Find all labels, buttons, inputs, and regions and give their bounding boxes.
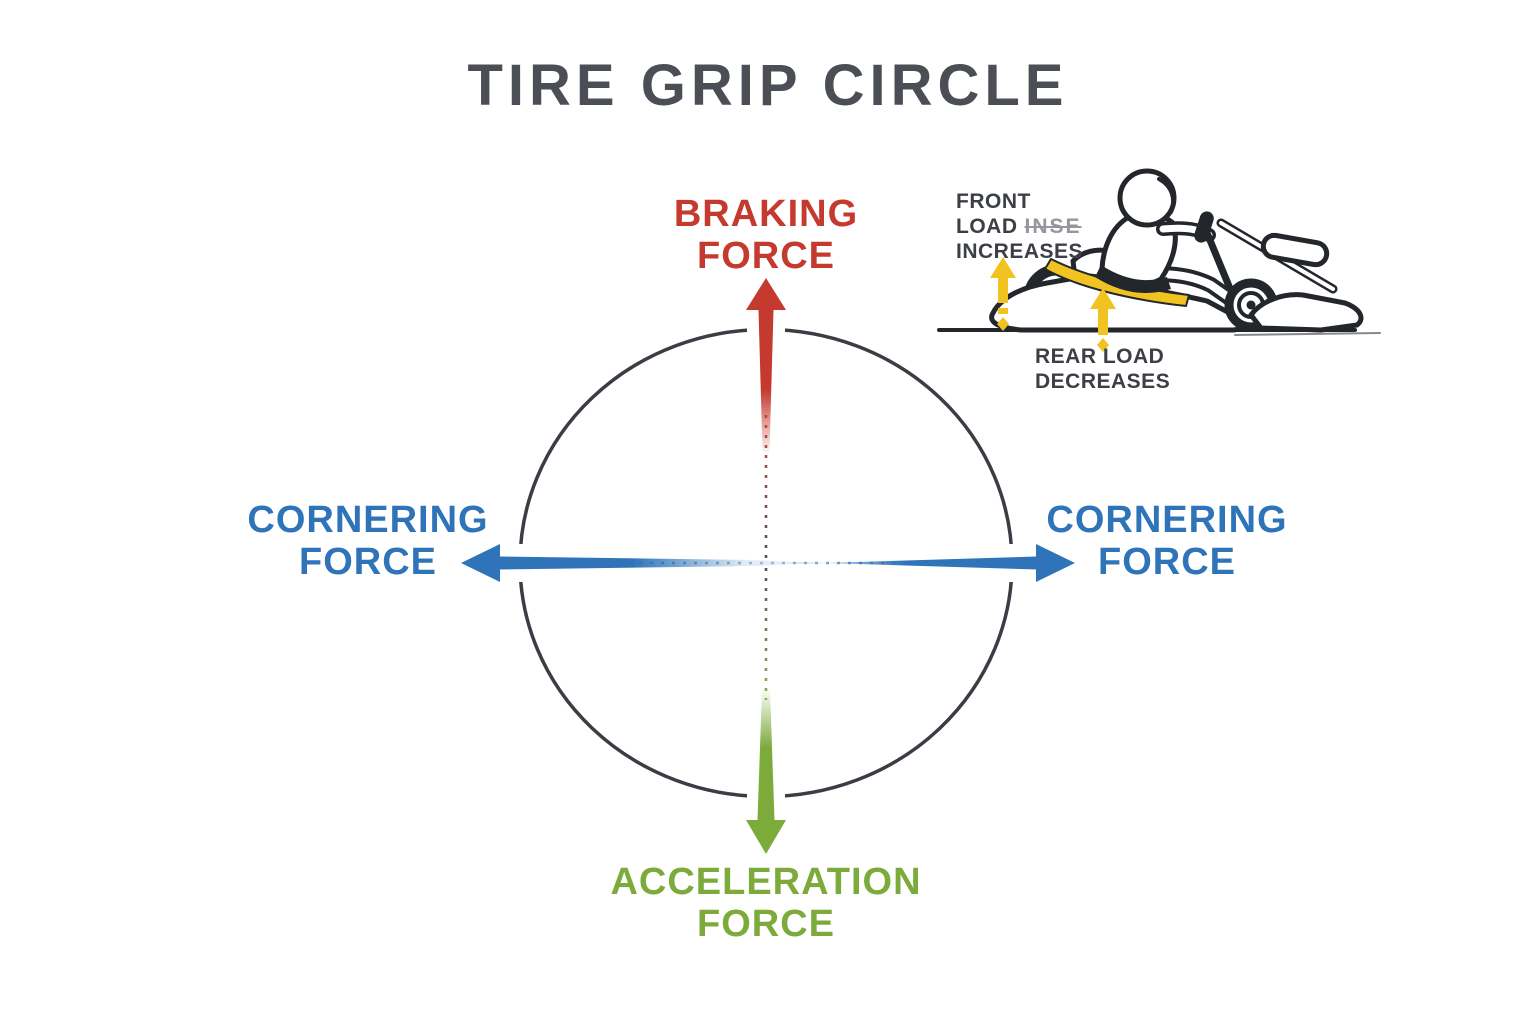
cornering-left-line1: CORNERING (247, 499, 489, 541)
cornering-force-right-label: CORNERING FORCE (967, 499, 1367, 583)
helmet-icon (1117, 168, 1177, 228)
braking-force-line1: BRAKING (673, 193, 859, 235)
cornering-right-line2: FORCE (1098, 541, 1236, 583)
front-load-line1: FRONT (956, 190, 1031, 213)
cornering-force-left-label: CORNERING FORCE (168, 499, 568, 583)
page-title: TIRE GRIP CIRCLE (467, 53, 1069, 118)
rear-load-arrow-icon (1090, 288, 1116, 352)
front-load-arrow-icon (990, 257, 1016, 331)
rear-load-line1: REAR LOAD (1035, 345, 1165, 368)
cornering-arrow-left (461, 544, 790, 582)
rear-load-line2: DECREASES (1035, 370, 1171, 393)
cornering-arrow-right (746, 544, 1075, 582)
rear-load-label: REAR LOAD DECREASES (1035, 344, 1265, 394)
acceleration-force-label: ACCELERATION FORCE (516, 861, 1016, 945)
cornering-right-line1: CORNERING (1046, 499, 1288, 541)
braking-force-label: BRAKING FORCE (566, 193, 966, 277)
acceleration-force-line2: FORCE (697, 903, 835, 945)
acceleration-arrow (746, 690, 786, 854)
acceleration-force-line1: ACCELERATION (610, 861, 922, 903)
braking-force-line2: FORCE (697, 235, 835, 277)
kart-chassis (989, 274, 1246, 333)
text-artifact: INSE (1024, 215, 1082, 238)
front-load-line3: INCREASES (956, 240, 1084, 263)
cornering-left-line2: FORCE (299, 541, 437, 583)
kart-illustration (937, 168, 1381, 352)
engine-pod (1260, 232, 1330, 268)
nose-cone (1248, 292, 1364, 333)
braking-arrow (746, 278, 786, 452)
